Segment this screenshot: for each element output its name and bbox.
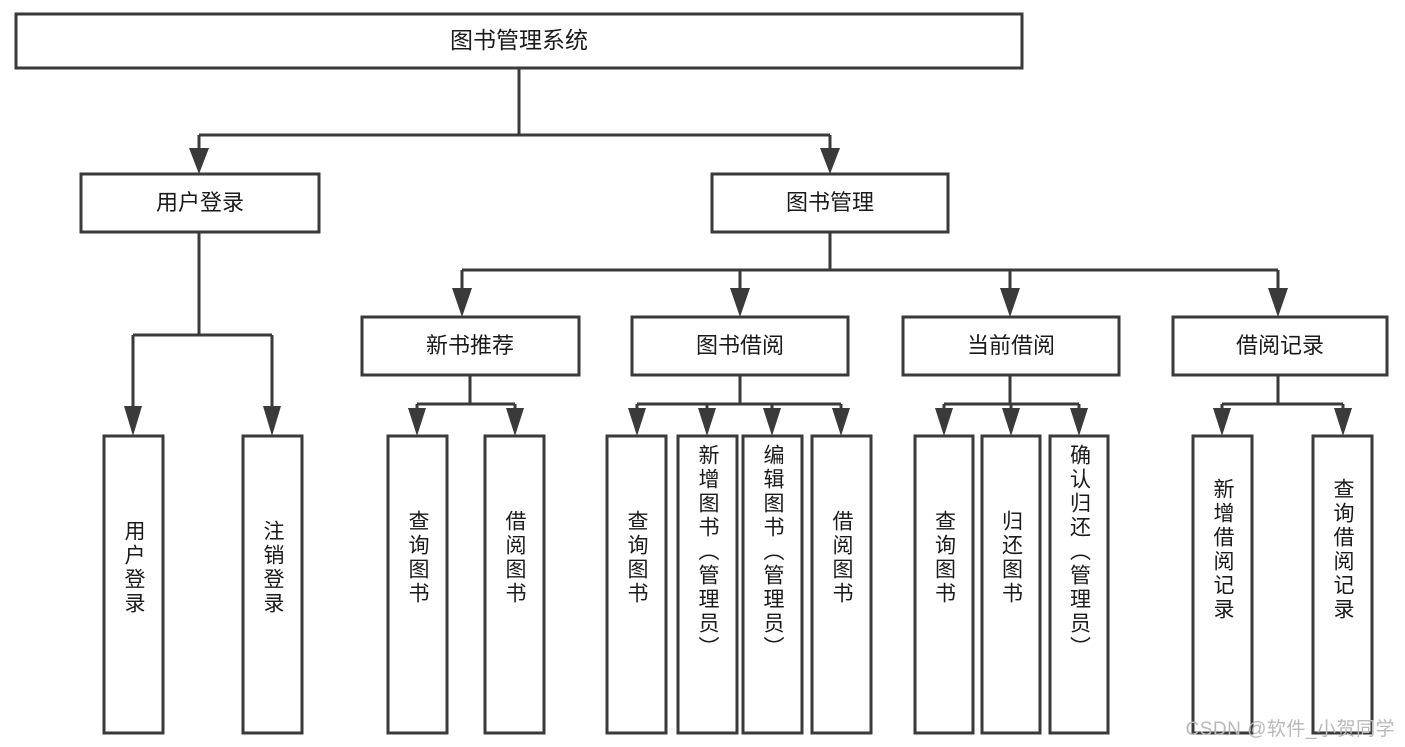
node-book-borrow[interactable]: 图书借阅 <box>630 315 850 377</box>
node-leaf-borrow-book-1-box[interactable] <box>483 434 546 735</box>
node-user-login[interactable]: 用户登录 <box>79 172 321 234</box>
node-leaf-return-book-box[interactable] <box>980 434 1042 735</box>
node-leaf-query-book-3-box[interactable] <box>913 434 975 735</box>
node-leaf-user-login-box[interactable] <box>102 434 165 735</box>
node-leaf-query-record-box[interactable] <box>1311 434 1374 735</box>
node-new-book-recommend-box[interactable] <box>360 315 581 377</box>
node-book-borrow-box[interactable] <box>630 315 850 377</box>
watermark-text: CSDN @软件_小贺同学 <box>1185 719 1395 740</box>
arrow-head-book-management <box>820 148 840 174</box>
node-root[interactable]: 图书管理系统 <box>14 12 1024 70</box>
node-current-borrow-label: 当前借阅 <box>967 333 1055 358</box>
node-current-borrow-box[interactable] <box>901 315 1121 377</box>
arrow-head-leaf-return-book <box>1002 408 1020 436</box>
arrow-head-leaf-query-book-1 <box>408 408 426 436</box>
node-new-book-recommend[interactable]: 新书推荐 <box>360 315 581 377</box>
node-leaf-query-book-1-box[interactable] <box>386 434 449 735</box>
node-leaf-query-book-2-box[interactable] <box>605 434 668 735</box>
node-borrow-record-box[interactable] <box>1171 315 1389 377</box>
node-root-label: 图书管理系统 <box>450 27 588 53</box>
arrow-head-borrow-record <box>1268 288 1288 317</box>
node-leaf-add-book-box[interactable] <box>676 434 739 735</box>
node-user-login-box[interactable] <box>79 172 321 234</box>
arrow-head-leaf-user-login <box>124 406 142 436</box>
connector-newbook-to-leaves <box>408 375 524 436</box>
node-book-borrow-label: 图书借阅 <box>696 333 784 358</box>
arrow-head-leaf-add-book <box>698 408 716 436</box>
node-borrow-record-label: 借阅记录 <box>1236 333 1324 358</box>
node-leaf-edit-book-box[interactable] <box>741 434 804 735</box>
node-leaf-borrow-book-2-box[interactable] <box>810 434 873 735</box>
node-book-management[interactable]: 图书管理 <box>710 172 950 234</box>
arrow-head-new-book-recommend <box>452 288 472 317</box>
node-book-management-box[interactable] <box>710 172 950 234</box>
arrow-head-user-login <box>189 148 209 174</box>
connector-root-to-level2 <box>189 68 840 174</box>
arrow-head-leaf-add-record <box>1213 408 1231 436</box>
arrow-head-leaf-edit-book <box>763 408 781 436</box>
arrow-head-leaf-user-logout <box>263 406 281 436</box>
arrow-head-leaf-borrow-book-1 <box>506 408 524 436</box>
node-book-management-label: 图书管理 <box>786 190 874 215</box>
connector-borrowrecord-to-leaves <box>1213 375 1352 436</box>
node-new-book-recommend-label: 新书推荐 <box>426 333 514 358</box>
node-user-login-label: 用户登录 <box>156 190 244 215</box>
connector-userlogin-to-leaves <box>124 232 281 436</box>
node-root-box[interactable] <box>14 12 1024 70</box>
arrow-head-leaf-query-book-3 <box>935 408 953 436</box>
connector-currentborrow-to-leaves <box>935 375 1088 436</box>
arrow-head-current-borrow <box>1000 288 1020 317</box>
node-leaf-user-logout-box[interactable] <box>241 434 304 735</box>
leaf-boxes <box>102 434 1374 735</box>
connector-bookmgmt-to-level3 <box>452 232 1288 317</box>
arrow-head-leaf-query-book-2 <box>628 408 646 436</box>
arrow-head-leaf-query-record <box>1334 408 1352 436</box>
node-borrow-record[interactable]: 借阅记录 <box>1171 315 1389 377</box>
node-leaf-add-record-box[interactable] <box>1191 434 1254 735</box>
arrow-head-book-borrow <box>730 288 750 317</box>
arrow-head-leaf-confirm-return <box>1070 408 1088 436</box>
arrow-head-leaf-borrow-book-2 <box>832 408 850 436</box>
node-leaf-confirm-return-box[interactable] <box>1048 434 1110 735</box>
node-current-borrow[interactable]: 当前借阅 <box>901 315 1121 377</box>
connector-bookborrow-to-leaves <box>628 375 850 436</box>
